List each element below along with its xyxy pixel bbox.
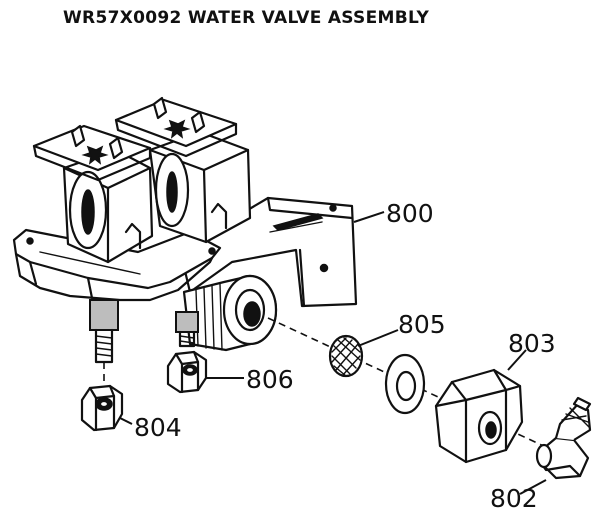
callout-806: 806 — [246, 365, 294, 394]
leader-804 — [119, 417, 133, 425]
part-805-washer — [384, 353, 426, 415]
part-800-valve-body — [12, 96, 358, 364]
part-802-elbow-fitting — [535, 396, 592, 480]
callout-803: 803 — [508, 329, 556, 358]
part-803-hex-nut — [434, 368, 524, 464]
leader-lines — [119, 211, 547, 495]
part-804-nut — [80, 384, 124, 432]
leader-803 — [507, 349, 527, 371]
leader-800 — [353, 211, 385, 223]
callout-805: 805 — [398, 310, 446, 339]
leader-805 — [357, 329, 399, 347]
leader-802 — [519, 479, 547, 495]
diagram-title: WR57X0092 WATER VALVE ASSEMBLY — [63, 8, 429, 28]
callout-802: 802 — [490, 484, 538, 513]
part-806-nut — [166, 350, 208, 394]
callout-800: 800 — [386, 199, 434, 228]
callout-804: 804 — [134, 413, 182, 442]
part-805-strainer — [328, 334, 364, 378]
